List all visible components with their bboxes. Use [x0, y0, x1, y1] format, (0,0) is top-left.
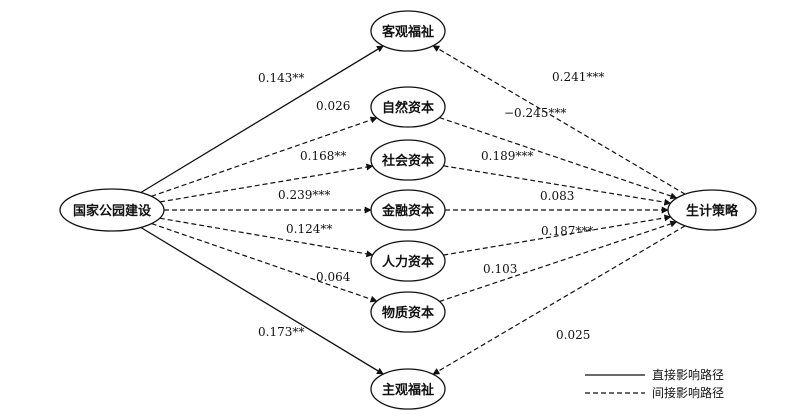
edge-label-ziran-shengji: −0.245***	[504, 106, 566, 120]
node-label-shehui: 社会资本	[381, 153, 434, 169]
edges-layer	[140, 45, 686, 375]
node-label-guojia: 国家公园建设	[73, 203, 152, 219]
node-label-jinrong: 金融资本	[381, 203, 434, 219]
edge-label-guojia-jinrong: 0.239***	[278, 188, 330, 202]
edge-shengji-zhuguan	[432, 225, 686, 375]
edge-guojia-wuzhi	[151, 223, 378, 303]
edge-label-wuzhi-shengji: 0.103	[483, 262, 517, 276]
edge-label-shehui-shengji: 0.189***	[481, 149, 533, 163]
edge-label-guojia-renli: 0.124**	[286, 222, 332, 236]
edge-label-guojia-shehui: 0.168**	[300, 149, 346, 163]
node-ziran: 自然资本	[370, 86, 446, 128]
node-shape-renli	[370, 240, 446, 282]
legend-direct-label: 直接影响路径	[652, 367, 724, 382]
node-jinrong: 金融资本	[370, 189, 446, 231]
legend: 直接影响路径 间接影响路径	[585, 367, 724, 400]
edge-label-guojia-ziran: 0.026	[316, 99, 350, 113]
node-guojia: 国家公园建设	[59, 188, 165, 232]
edge-label-renli-shengji: 0.187***	[541, 224, 593, 238]
edge-guojia-renli	[159, 217, 374, 258]
node-shape-shehui	[370, 139, 446, 181]
node-shape-guojia	[59, 188, 165, 232]
node-shape-ziran	[370, 86, 446, 128]
node-shengji: 生计策略	[667, 189, 757, 231]
edge-renli-shengji	[443, 214, 672, 256]
edge-guojia-shehui	[159, 163, 374, 203]
edge-label-guojia-zhuguan: 0.173**	[258, 325, 304, 339]
node-shehui: 社会资本	[370, 139, 446, 181]
node-label-wuzhi: 物质资本	[382, 305, 434, 321]
node-keguan: 客观福祉	[370, 10, 446, 52]
edge-label-shengji-zhuguan: 0.025	[556, 328, 590, 342]
legend-indirect-label: 间接影响路径	[652, 385, 724, 400]
node-shape-zhuguan	[370, 368, 446, 410]
edge-label-shengji-keguan: 0.241***	[552, 70, 604, 84]
edge-ziran-shengji	[439, 117, 678, 200]
edge-guojia-zhuguan	[140, 226, 384, 375]
node-shape-keguan	[370, 10, 446, 52]
edge-shengji-keguan	[432, 45, 686, 195]
edge-guojia-keguan	[140, 45, 384, 194]
node-label-shengji: 生计策略	[686, 203, 739, 219]
node-label-keguan: 客观福祉	[382, 24, 434, 40]
edge-label-guojia-keguan: 0.143**	[258, 71, 304, 85]
node-label-ziran: 自然资本	[382, 100, 434, 116]
edge-labels-layer: 0.143** 0.026 0.168** 0.239*** 0.124** 0.064 0…	[258, 70, 604, 342]
node-zhuguan: 主观福祉	[370, 368, 446, 410]
edge-wuzhi-shengji	[439, 220, 678, 303]
node-shape-shengji	[667, 189, 757, 231]
edge-label-guojia-wuzhi: 0.064	[316, 270, 351, 284]
node-shape-wuzhi	[370, 291, 446, 333]
node-label-renli: 人力资本	[382, 254, 434, 270]
node-shape-jinrong	[370, 189, 446, 231]
edge-shehui-shengji	[443, 165, 672, 206]
node-wuzhi: 物质资本	[370, 291, 446, 333]
edge-label-jinrong-shengji: 0.083	[540, 189, 574, 203]
node-label-zhuguan: 主观福祉	[382, 382, 434, 398]
node-renli: 人力资本	[370, 240, 446, 282]
